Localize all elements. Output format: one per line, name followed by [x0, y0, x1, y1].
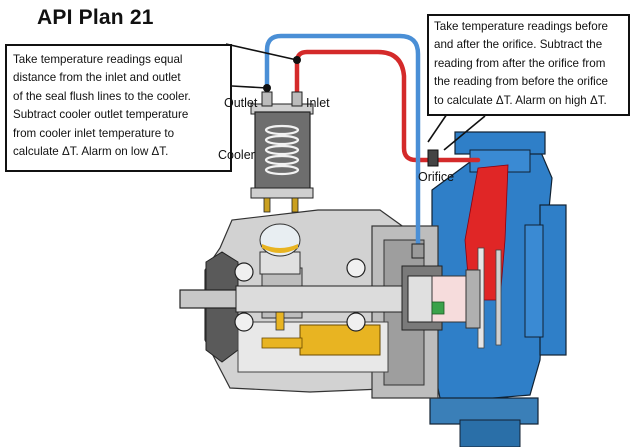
temp-point-inlet	[293, 56, 301, 64]
shaft-extension	[179, 289, 241, 309]
callout-line: to calculate ΔT. Alarm on high ΔT.	[434, 93, 607, 107]
leader-before-orifice	[427, 113, 448, 143]
bearing-right-bottom	[346, 312, 366, 332]
temp-point-outlet	[263, 84, 271, 92]
callout-line: distance from the inlet and outlet	[13, 71, 181, 85]
cooler-delta-t-callout: Take temperature readings equal distance…	[5, 44, 232, 172]
cooler-coil	[264, 124, 300, 176]
callout-line: reading from after the orifice from	[434, 56, 606, 70]
oiler-oil	[262, 244, 298, 253]
cooler-drain-left	[263, 197, 271, 213]
seal-gland-green	[431, 301, 445, 315]
casing-foot-base	[459, 419, 521, 447]
suction-nozzle	[524, 224, 544, 338]
cooler-outlet-fitting	[261, 91, 273, 107]
callout-line: Take temperature readings before	[434, 20, 609, 33]
callout-line: from cooler inlet temperature to	[13, 126, 175, 140]
impeller-hub	[465, 269, 481, 329]
orifice-delta-t-callout: Take temperature readings before and aft…	[427, 14, 630, 116]
bearing-right-top	[346, 258, 366, 278]
diagram-title: API Plan 21	[37, 6, 154, 29]
outlet-label: Outlet	[224, 96, 258, 110]
callout-line: and after the orifice. Subtract the	[434, 38, 603, 52]
cooler-bottom-cap	[250, 187, 314, 199]
cooler-shell	[254, 111, 311, 191]
flush-piping	[264, 33, 481, 259]
seal-flush-connection	[411, 243, 425, 259]
callout-line: calculate ΔT. Alarm on low ΔT.	[13, 145, 169, 159]
temperature-points	[263, 56, 301, 92]
cooler-inlet-fitting	[291, 91, 303, 107]
seal-springs	[431, 275, 467, 323]
inlet-label: Inlet	[306, 96, 330, 110]
callout-line: of the seal flush lines to the cooler.	[13, 89, 191, 103]
callout-line: Take temperature readings equal	[13, 53, 183, 66]
pump-casing	[429, 131, 567, 447]
leader-after-orifice	[443, 115, 486, 151]
bearing-left-bottom	[234, 312, 254, 332]
callout-line: the reading from before the orifice	[434, 75, 609, 89]
orifice-label: Orifice	[418, 170, 455, 184]
callout-leaders	[225, 43, 486, 151]
cool-flush-line	[264, 33, 421, 249]
orifice-fitting	[427, 149, 439, 167]
shaft-assembly	[179, 265, 481, 331]
oil-sump	[299, 324, 381, 356]
leader-inlet	[225, 43, 298, 61]
oil-level-band	[261, 337, 303, 349]
impeller-vane-2	[495, 249, 502, 346]
leader-outlet	[231, 85, 268, 89]
cooler-drain-right	[291, 197, 299, 213]
bearing-left-top	[234, 262, 254, 282]
seal-faces	[407, 275, 435, 323]
callout-line: Subtract cooler outlet temperature	[13, 108, 189, 122]
cooler-label: Cooler	[218, 148, 255, 162]
cooler-unit	[250, 91, 314, 213]
hot-flush-line	[294, 49, 481, 163]
suction-flange	[539, 204, 567, 356]
